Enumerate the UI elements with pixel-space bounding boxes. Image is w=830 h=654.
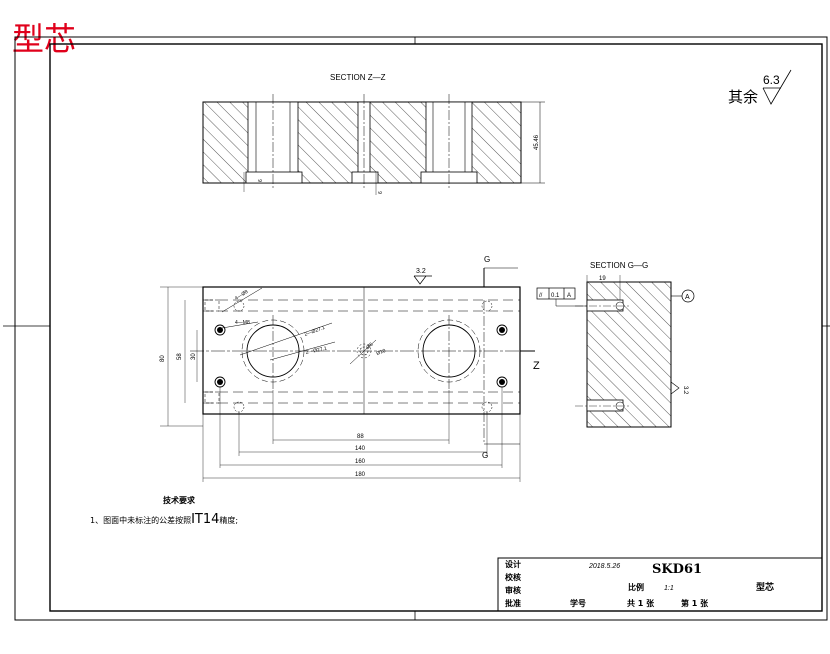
tb-part-name: 型芯	[756, 581, 774, 593]
notes-line1: 1、图面中未标注的公差按照IT14精度;	[90, 512, 238, 527]
section-zz-view: SECTION Z—Z 45.46 6 6	[202, 73, 545, 195]
section-zz-label: SECTION Z—Z	[330, 73, 386, 82]
roughness-prefix: 其余	[728, 88, 758, 106]
tb-date: 2018.5.26	[588, 563, 620, 570]
notes-title: 技术要求	[163, 495, 196, 505]
hole-label-m8: 4—M8	[235, 320, 250, 326]
cut-g-top: G	[484, 255, 490, 264]
tol-ref: A	[567, 293, 571, 299]
tol-value: 0.1	[551, 293, 560, 299]
cut-g-bottom: G	[482, 451, 488, 460]
gg-side-roughness: 3.2	[682, 386, 688, 395]
cut-z: Z	[533, 360, 540, 372]
plan-view: 4—Ø8 4—M8 2—Ø27.1 2—Ø27.1 Ø6 Ø10 80 58 3…	[160, 255, 540, 482]
tb-scale-value: 1:1	[664, 585, 674, 592]
tol-symbol: //	[539, 293, 543, 299]
section-gg-label: SECTION G—G	[590, 261, 648, 270]
notes-line1-code: IT14	[191, 512, 219, 527]
tb-material: SKD61	[652, 562, 702, 577]
plan-roughness-value: 3.2	[416, 268, 426, 275]
tb-sheet: 第 1 张	[681, 598, 709, 608]
title-block: 设计 校核 审核 批准 2018.5.26 SKD61 比例 1:1 型芯 学号…	[497, 557, 823, 612]
datum-a: A	[685, 294, 690, 301]
dim-gg-top: 19	[599, 276, 606, 282]
section-gg-view: SECTION G—G 19 // 0.1 A A 3.2	[536, 261, 695, 428]
notes-line1-prefix: 1、图面中未标注的公差按照	[90, 515, 191, 525]
dim-plan-left-total: 80	[160, 355, 166, 362]
tb-design: 设计	[505, 559, 521, 569]
dim-zz-height: 45.46	[534, 134, 540, 150]
outer-frame	[14, 36, 828, 621]
tb-scale-label: 比例	[628, 582, 644, 592]
hole-label-27-2: 2—Ø27.1	[305, 346, 327, 356]
hole-label-center-2: Ø10	[376, 348, 387, 357]
dim-180: 180	[355, 472, 366, 478]
tb-student-no: 学号	[570, 598, 586, 608]
tb-total: 共 1 张	[627, 598, 655, 608]
dim-plan-left-30: 30	[191, 353, 197, 360]
inner-frame	[49, 43, 823, 612]
dim-88: 88	[357, 434, 364, 440]
hole-label-center: Ø6	[365, 342, 374, 351]
hole-label-27-1: 2—Ø27.1	[304, 325, 326, 338]
dim-140: 140	[355, 446, 366, 452]
dim-plan-left-58: 58	[177, 353, 183, 360]
technical-notes: 技术要求 1、图面中未标注的公差按照IT14精度;	[90, 495, 238, 527]
dim-zz-a: 6	[258, 179, 264, 182]
dim-160: 160	[355, 459, 366, 465]
tb-approve: 批准	[505, 598, 521, 608]
tb-audit: 审核	[505, 585, 521, 595]
roughness-value: 6.3	[763, 73, 780, 87]
corner-title: 型芯	[12, 20, 76, 58]
roughness-general: 其余 6.3	[728, 69, 792, 106]
tb-check: 校核	[505, 572, 521, 582]
notes-line1-suffix: 精度;	[219, 515, 238, 525]
dim-zz-b: 6	[378, 191, 384, 194]
